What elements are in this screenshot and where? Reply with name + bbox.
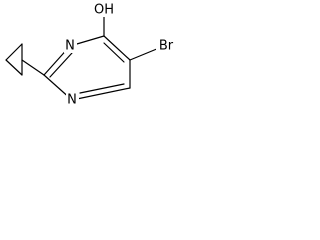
nitrogen-top-label: N	[65, 39, 75, 54]
pyrimidine-ring	[43, 35, 131, 101]
cyclopropyl-to-ring-bond	[21, 59, 45, 76]
cyclopropyl-group	[5, 43, 45, 76]
bond-c4-n3-double	[79, 83, 125, 94]
cyclopropyl-bond-1	[5, 43, 23, 61]
structure-canvas: OH N N Br	[5, 3, 176, 108]
oh-label-mask	[95, 3, 113, 17]
bromine-label: Br	[159, 39, 174, 54]
bond-c4-n3	[71, 87, 131, 101]
oh-label: OH	[94, 3, 114, 18]
bond-c2-n1-double	[49, 52, 73, 78]
br-label-mask	[156, 39, 176, 53]
bond-c6-c5-double	[103, 42, 125, 63]
bond-c6-c5	[103, 35, 131, 61]
n-top-label-mask	[64, 39, 77, 53]
nitrogen-bottom-label: N	[67, 93, 77, 108]
n-bottom-label-mask	[66, 93, 79, 107]
cyclopropyl-bond-3	[5, 59, 23, 76]
